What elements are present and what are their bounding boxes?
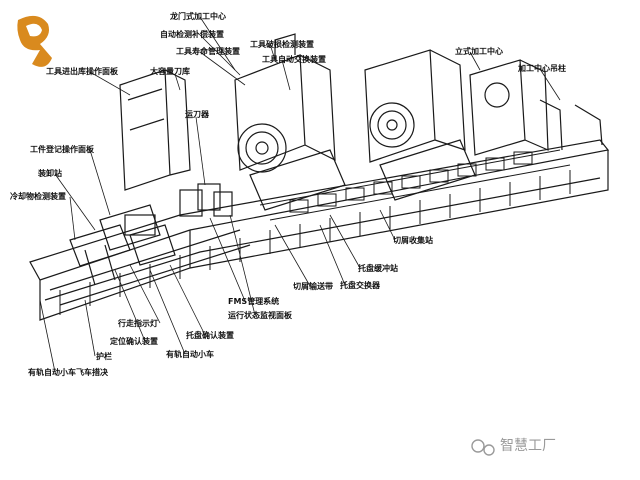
label-travel-indicator-light: 行走指示灯 xyxy=(118,319,158,328)
label-machining-center-column: 加工中心吊柱 xyxy=(518,64,566,73)
label-vertical-machining-center: 立式加工中心 xyxy=(455,47,503,56)
label-large-tool-magazine: 大容量刀库 xyxy=(150,67,190,76)
label-chip-collection-station: 切屑收集站 xyxy=(393,236,433,245)
label-auto-detect-compensation: 自动检测补偿装置 xyxy=(160,30,224,39)
label-chip-conveyor: 切屑输送带 xyxy=(293,282,333,291)
watermark-text: 智慧工厂 xyxy=(500,438,556,454)
logo-icon xyxy=(17,15,52,67)
label-workpiece-registration-panel: 工件登记操作面板 xyxy=(30,145,94,154)
watermark-logo-icon xyxy=(471,439,495,456)
label-tool-damage-detection: 工具破损检测装置 xyxy=(250,40,314,49)
watermark: 智慧工厂 xyxy=(470,435,556,455)
label-auto-tool-change: 工具自动交换装置 xyxy=(262,55,326,64)
label-tool-life-management: 工具寿命管理装置 xyxy=(176,47,240,56)
machinery-drawing xyxy=(29,33,610,321)
label-pallet-changer: 托盘交换器 xyxy=(340,281,380,290)
label-loading-station: 装卸站 xyxy=(38,169,62,178)
label-fms-management-system: FMS管理系统 xyxy=(228,297,280,306)
label-coolant-detection: 冷却物检测装置 xyxy=(10,192,66,201)
label-rgv-overrun-prevention: 有轨自动小车飞车措决 xyxy=(28,368,108,377)
label-tool-carrier: 运刀器 xyxy=(185,110,209,119)
leader-lines xyxy=(39,16,561,373)
label-status-monitor-panel: 运行状态监视面板 xyxy=(228,311,292,320)
watermark-logo-space xyxy=(470,436,494,454)
label-positioning-confirmation: 定位确认装置 xyxy=(110,337,158,346)
label-pallet-confirmation: 托盘确认装置 xyxy=(186,331,234,340)
label-guard-rail: 护栏 xyxy=(96,352,112,361)
label-pallet-buffer-station: 托盘缓冲站 xyxy=(358,264,398,273)
label-gantry-machining-center: 龙门式加工中心 xyxy=(170,12,226,21)
label-rail-guided-vehicle: 有轨自动小车 xyxy=(166,350,214,359)
label-tool-in-out-panel: 工具进出库操作面板 xyxy=(46,67,118,76)
